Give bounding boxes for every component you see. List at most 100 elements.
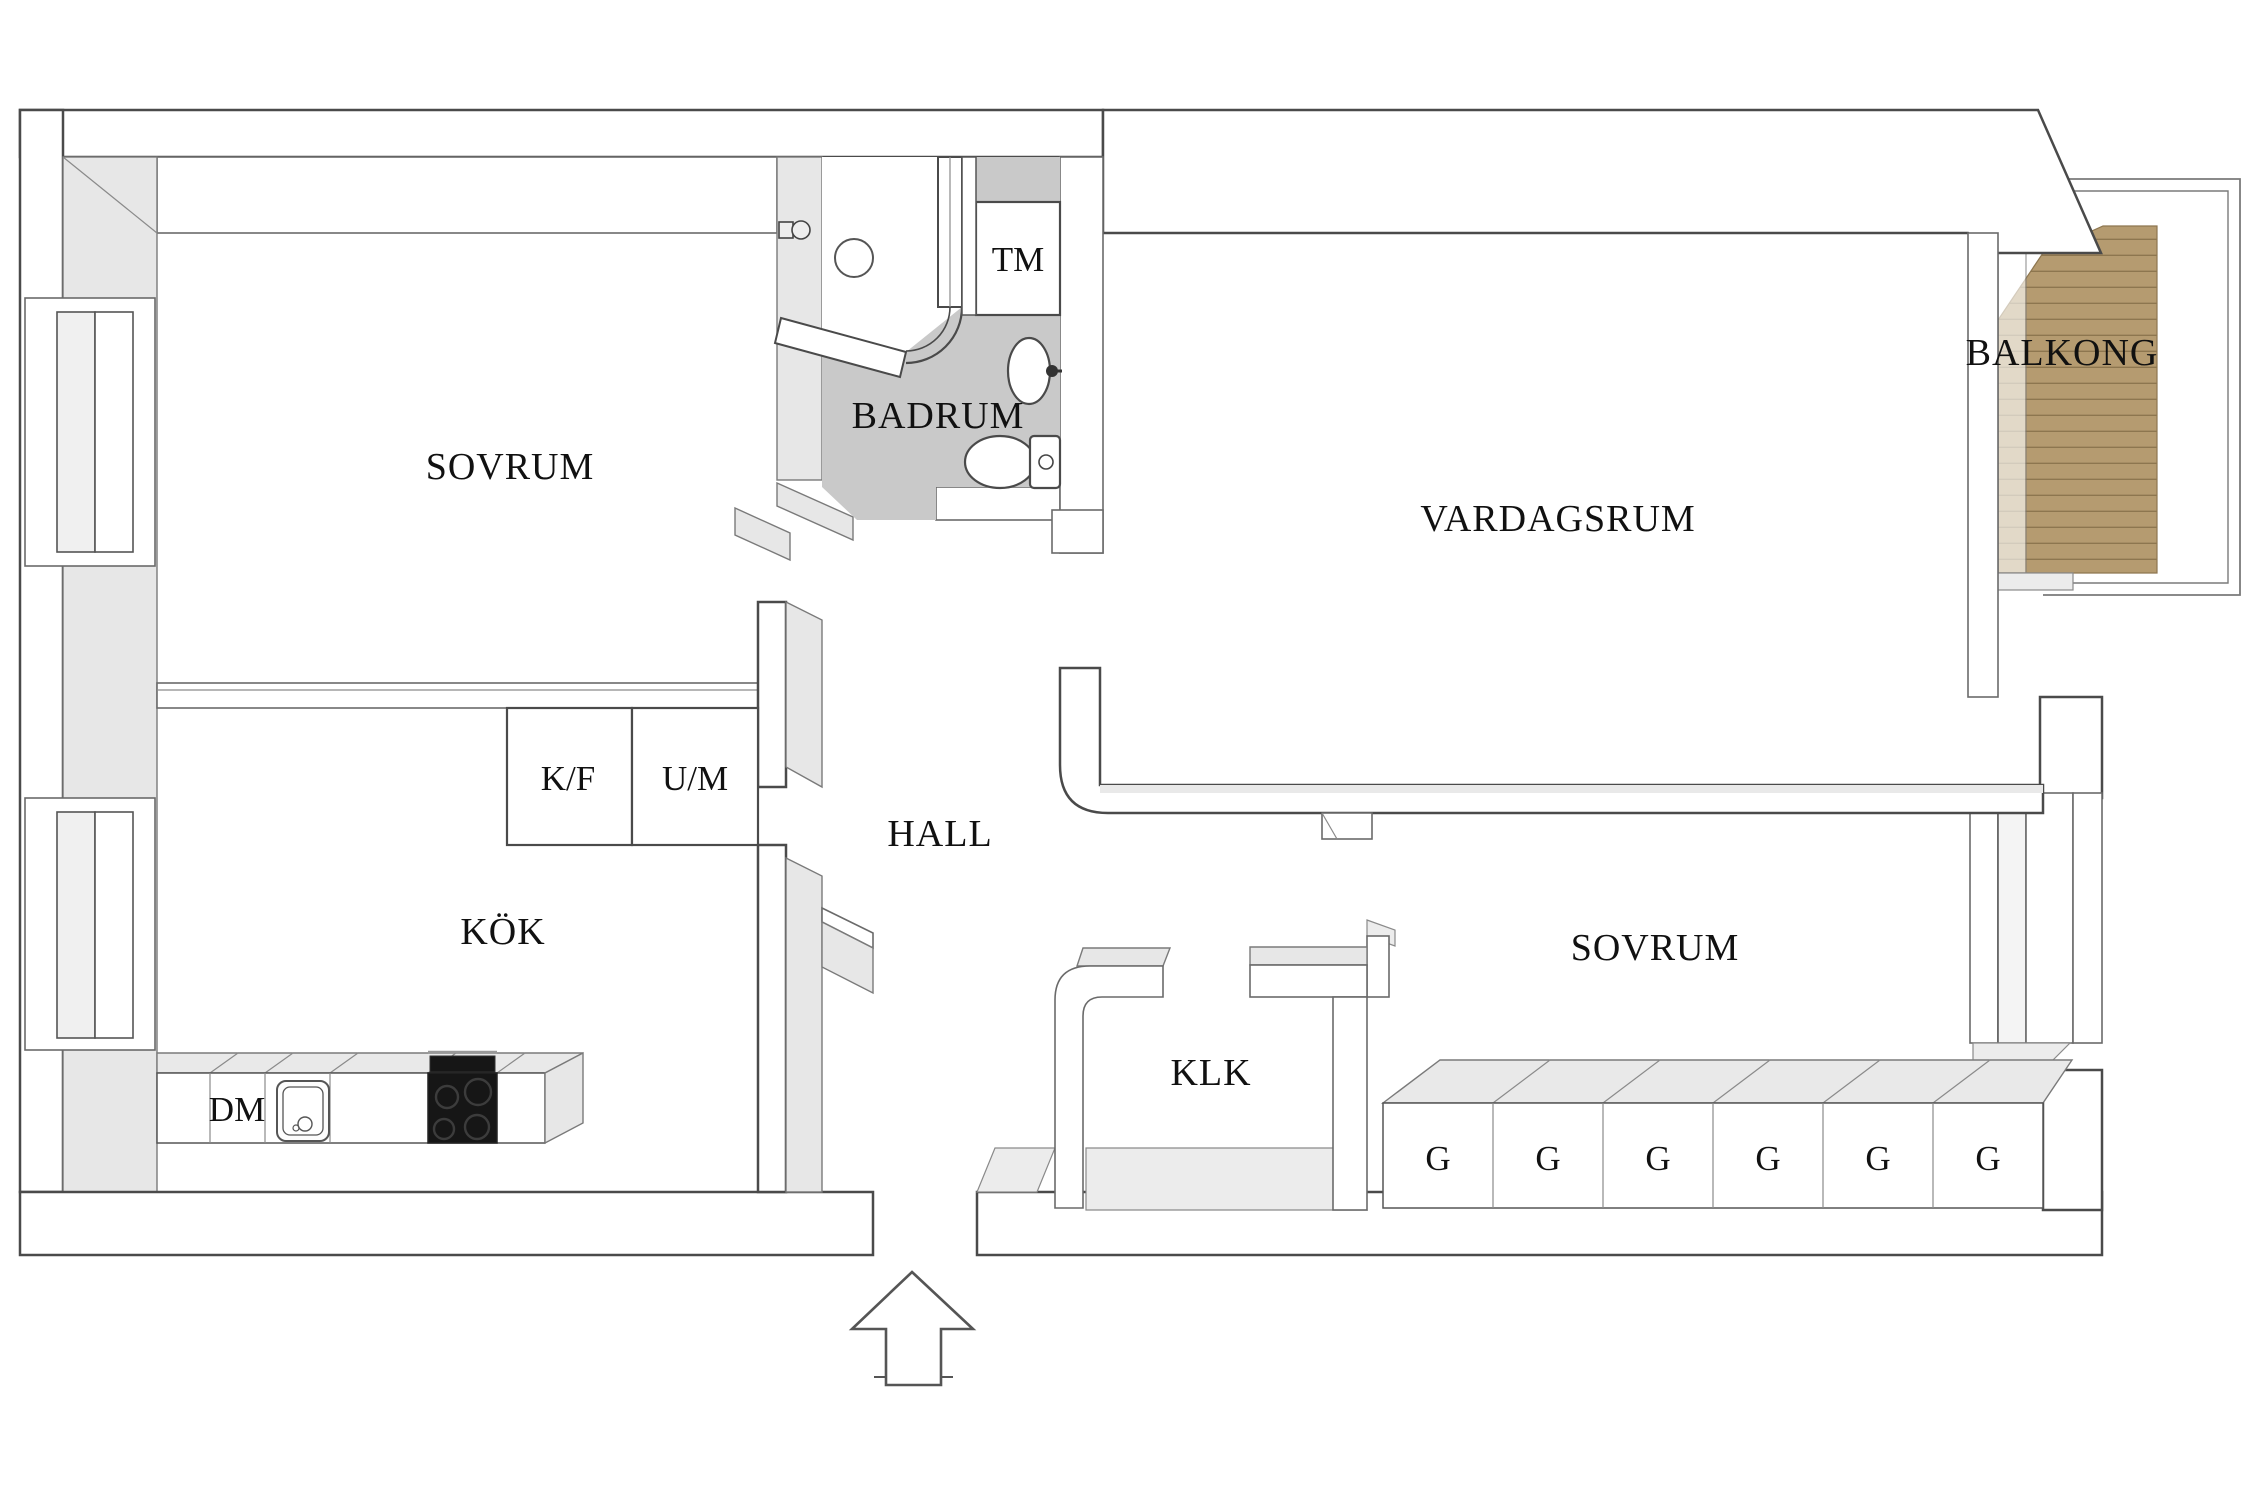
livingroom-south-wall-top (1100, 785, 2043, 793)
wall-notch (1321, 812, 1373, 840)
label-wardrobe: G (1645, 1139, 1670, 1178)
window-bedroom2-frame (1969, 792, 1999, 1044)
room-label-closet: KLK (1170, 1052, 1251, 1094)
washing-machine (974, 200, 1062, 317)
room-label-bedroom2: SOVRUM (1571, 927, 1740, 969)
window-bedroom2-outer-wall (2072, 792, 2103, 1044)
room-label-hall: HALL (887, 813, 992, 855)
fridge-freezer (505, 706, 634, 847)
closet-left-wall-top (1076, 947, 1172, 967)
room-label-bathroom: BADRUM (852, 395, 1025, 437)
kitchen-sink-inner (282, 1086, 324, 1136)
label-oven-microwave: U/M (662, 759, 728, 798)
shower-head (791, 220, 811, 240)
shower-tray (822, 157, 962, 352)
right-wall-pier (2038, 695, 2104, 800)
counter-top (156, 1052, 584, 1074)
stove-burner (463, 1077, 493, 1107)
interior-walls (156, 156, 2045, 1211)
closet-east-wall (1332, 996, 1368, 1211)
shower-tm-divider (961, 156, 977, 316)
shower-head-icon (778, 220, 811, 240)
label-wardrobe: G (1975, 1139, 2000, 1178)
bedroom2-wall-stub (1366, 935, 1390, 998)
stove-burner (463, 1113, 491, 1141)
counter-top-division (209, 1052, 239, 1074)
label-fridge-freezer: K/F (541, 759, 595, 798)
entrance-right-wall-face (976, 1147, 1056, 1193)
shower-glass-door-arc-inner (905, 306, 951, 352)
counter-top-division (329, 1052, 359, 1074)
label-wardrobe: G (1425, 1139, 1450, 1178)
bathroom-sink (1006, 336, 1062, 406)
window-bedroom1-glass-inner (94, 311, 134, 553)
stove (427, 1050, 498, 1144)
balcony-door-glass (1997, 252, 2027, 574)
stove-burner (432, 1117, 456, 1141)
entrance-arrow (848, 1270, 977, 1387)
balcony-railing-inner (2043, 190, 2229, 584)
left-wall-corner-edge (62, 156, 158, 234)
window-bedroom1 (24, 297, 156, 567)
entrance-arrow-icon (848, 1270, 977, 1387)
window-bedroom1-glass-outer (56, 311, 96, 553)
kitchen-sink-drain-small (292, 1124, 300, 1132)
wardrobe-row (1380, 1059, 2074, 1209)
living-room-right-wall (1967, 232, 1999, 698)
label-wardrobe: G (1755, 1139, 1780, 1178)
livingroom-wall-notch (1321, 812, 1373, 840)
top-wall-left (18, 108, 1105, 159)
closet-walls (1054, 946, 1368, 1211)
kitchen-hall-wall-upper-face (785, 600, 823, 789)
label-dishwasher: DM (209, 1090, 265, 1129)
bathroom-door-stub-1 (776, 481, 854, 542)
bedroom1-kitchen-wall (156, 682, 759, 709)
stove-control-panel (429, 1055, 496, 1073)
stove-burner (434, 1084, 460, 1110)
label-washing-machine: TM (992, 240, 1045, 279)
kitchen-hall-wall-upper (756, 600, 788, 789)
kitchen-counter (156, 1050, 584, 1145)
stove-cooktop (427, 1072, 498, 1144)
toilet-flush-icon (1038, 454, 1054, 470)
closet-right-wall-top (1249, 946, 1368, 966)
label-wardrobe: G (1535, 1139, 1560, 1178)
bathroom-livingroom-wall-end (1051, 509, 1104, 554)
wall-notch-edge (1321, 812, 1338, 840)
window-bedroom2-glass (1997, 792, 2027, 1044)
wardrobe-top-division (1492, 1059, 1551, 1104)
shower-drain-icon (834, 238, 874, 278)
shower-glass-bottom (773, 316, 908, 379)
room-label-living-room: VARDAGSRUM (1420, 498, 1695, 540)
closet-floor (1085, 1147, 1368, 1211)
shower (773, 156, 964, 379)
wardrobe-top-division (1932, 1059, 1991, 1104)
closet-north-wall (1249, 964, 1368, 998)
window-bedroom2-outer-band (2025, 792, 2074, 1044)
counter-end-panel (544, 1051, 584, 1145)
kitchen-hall-wall-lower (756, 843, 788, 1194)
room-label-kitchen: KÖK (460, 911, 545, 953)
toilet-bowl (963, 434, 1037, 490)
window-bedroom2 (1969, 792, 2103, 1071)
bathroom-south-wall (935, 486, 1061, 521)
wardrobe-top-division (1602, 1059, 1661, 1104)
right-wall-bottom (2041, 1068, 2104, 1212)
kitchen-fixtures (156, 706, 760, 1145)
counter-top-division (496, 1052, 526, 1074)
closet-left-wall (1054, 965, 1164, 1209)
counter-top-division (264, 1052, 294, 1074)
exterior-walls (18, 108, 2104, 1257)
toilet-tank (1028, 434, 1062, 490)
wardrobe-top-division (1822, 1059, 1881, 1104)
bottom-wall-left (18, 1190, 875, 1257)
bathroom-livingroom-wall (1059, 156, 1104, 554)
kitchen-hall-wall-lower-face (785, 856, 823, 1193)
kitchen-sink-drain (297, 1116, 313, 1132)
window-kitchen-glass-outer (56, 811, 96, 1039)
oven-microwave (630, 706, 760, 847)
shower-glass-door-arc (905, 306, 964, 365)
label-wardrobe: G (1865, 1139, 1890, 1178)
